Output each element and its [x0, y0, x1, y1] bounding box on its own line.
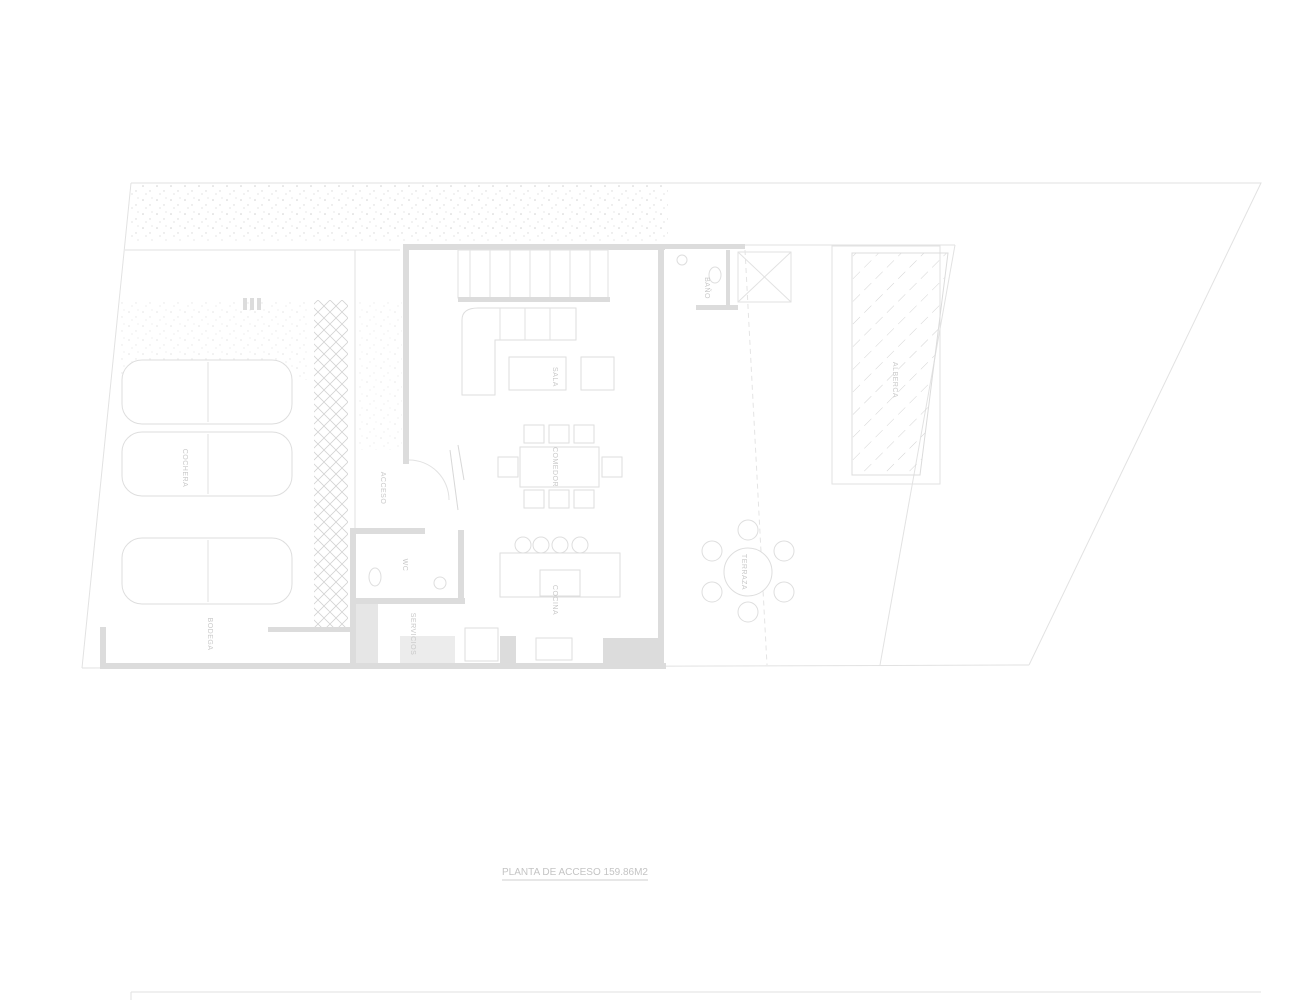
gravel-strip	[131, 185, 668, 241]
shaft	[737, 251, 792, 303]
planter	[314, 300, 348, 628]
glass-panels	[449, 444, 465, 511]
dining-table-icon	[497, 424, 623, 509]
room-label-cocina: COCINA	[551, 585, 558, 615]
sofa-icon	[461, 307, 577, 396]
room-label-sala: SALA	[551, 367, 558, 387]
car-icon	[121, 537, 293, 605]
room-label-wc: WC	[401, 559, 408, 572]
sink-icon	[433, 576, 447, 590]
room-label-comedor: COMEDOR	[551, 447, 558, 487]
car-icon	[121, 431, 293, 497]
armchair-icon	[580, 356, 615, 391]
kitchen-island	[499, 536, 621, 598]
room-label-alberca: ALBERCA	[891, 362, 898, 398]
room-label-terraza: TERRAZA	[740, 554, 747, 590]
room-label-cochera: COCHERA	[181, 449, 188, 488]
plan-title: PLANTA DE ACCESO 159.86M2	[502, 867, 648, 878]
garage: COCHERA	[120, 298, 348, 628]
kitchen-sink-icon	[535, 637, 573, 661]
stairs	[457, 249, 610, 302]
room-label-bano: BAÑO	[703, 277, 712, 299]
car-icon	[121, 359, 293, 425]
coffee-table	[508, 356, 567, 391]
site-boundary	[81, 182, 1262, 669]
toilet-icon	[368, 567, 382, 587]
room-label-servicios: SERVICIOS	[409, 613, 416, 656]
round-table-icon	[701, 519, 795, 623]
stove-icon	[539, 569, 581, 597]
toilet-icon	[708, 266, 722, 284]
fridge-icon	[464, 627, 499, 662]
sink-icon	[676, 254, 688, 266]
room-label-bodega: BODEGA	[206, 618, 213, 651]
room-label-acceso: ACCESO	[379, 472, 386, 505]
door-swing	[408, 459, 450, 501]
pool	[831, 245, 949, 485]
